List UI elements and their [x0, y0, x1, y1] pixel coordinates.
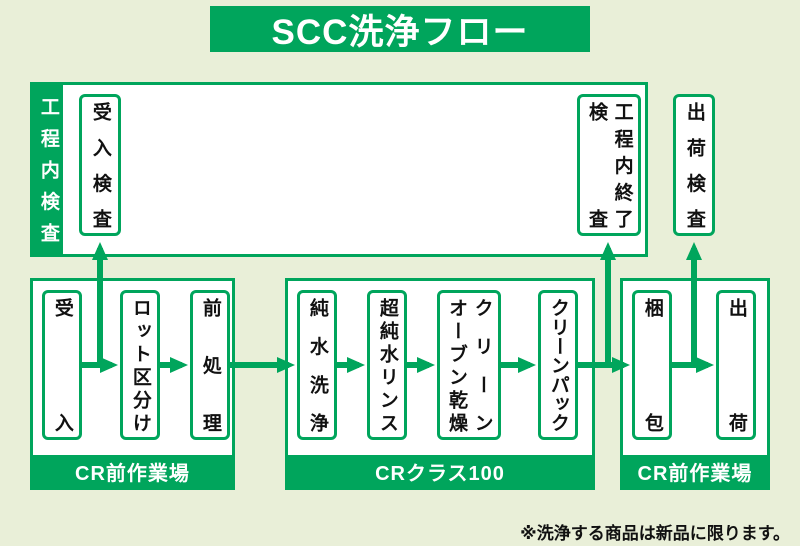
- step-lot-sorting: ロット区分け: [120, 290, 160, 440]
- zone-label: CRクラス100: [288, 455, 592, 487]
- step-shipping: 出荷: [716, 290, 756, 440]
- step-pretreatment: 前処理: [190, 290, 230, 440]
- step-clean-oven-drying: クリーン オーブン乾燥: [437, 290, 501, 440]
- in-process-inspection-panel: 工程内検査: [30, 82, 648, 257]
- footnote: ※洗浄する商品は新品に限ります。: [520, 524, 790, 543]
- step-ultrapure-water-rinse: 超純水リンス: [367, 290, 407, 440]
- zone-label: CR前作業場: [623, 455, 767, 487]
- step-shipping-inspection: 出荷検査: [673, 94, 715, 236]
- step-pure-water-washing: 純水洗浄: [297, 290, 337, 440]
- step-receiving: 受入: [42, 290, 82, 440]
- in-process-inspection-side-strip: 工程内検査: [33, 85, 63, 254]
- step-process-end-inspection: 工程内終了 検査: [577, 94, 641, 236]
- step-packing: 梱包: [632, 290, 672, 440]
- step-receiving-inspection: 受入検査: [79, 94, 121, 236]
- step-clean-pack: クリーンパック: [538, 290, 578, 440]
- in-process-inspection-side-label: 工程内検査: [37, 97, 59, 242]
- zone-label: CR前作業場: [33, 455, 232, 487]
- page-title: SCC洗浄フロー: [210, 6, 590, 52]
